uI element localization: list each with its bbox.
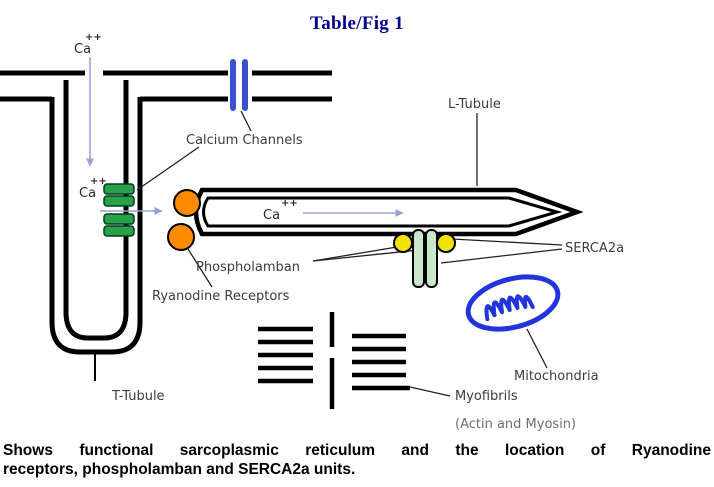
t-tubule-calcium-channel (103, 213, 135, 225)
t-tubule-calcium-channel (103, 225, 135, 237)
diagram-canvas: Ca ++ Ca ++ Ca ++ Calcium Channels L-Tub… (0, 32, 624, 432)
t-tubule-label: T-Tubule (111, 389, 165, 404)
ca-superscript: ++ (281, 198, 298, 209)
sarcoplasmic-reticulum-inner (202, 196, 563, 228)
t-tubule-inner-wall (63, 80, 129, 341)
calcium-channels-leader-line (240, 110, 252, 132)
phospholamban-unit (436, 233, 456, 253)
t-tubule-outer-wall (49, 97, 143, 355)
ca-label-sr: Ca (263, 208, 280, 223)
figure-caption: Shows functional sarcoplasmic reticulum … (3, 441, 711, 479)
serca2a-leader-line (440, 248, 563, 264)
actin-myosin-label: (Actin and Myosin) (455, 417, 576, 432)
serca2a-pump (425, 229, 438, 288)
figure-title: Table/Fig 1 (310, 13, 404, 34)
ca-superscript: ++ (90, 176, 107, 187)
serca2a-pump (412, 229, 425, 288)
ryanodine-receptor (167, 223, 195, 251)
ryanodine-receptors-label: Ryanodine Receptors (152, 289, 290, 304)
mitochondria-shape (465, 274, 561, 332)
ryanodine-leader-line (187, 248, 213, 288)
ca-label-extracellular: Ca (74, 42, 91, 57)
myofibrils-group (258, 312, 410, 409)
calcium-channels-leader-line (136, 146, 200, 191)
phospholamban-label: Phospholamban (196, 260, 300, 275)
mitochondria-leader-line (526, 328, 548, 369)
caption-line-1: Shows functional sarcoplasmic reticulum … (3, 442, 711, 459)
ca-label-t-tubule: Ca (79, 186, 96, 201)
myofibrils-leader-line (409, 386, 451, 397)
calcium-channels-label: Calcium Channels (186, 133, 303, 148)
ryanodine-receptor (173, 189, 201, 217)
t-tubule-calcium-channel (103, 183, 135, 195)
mitochondria-cristae (484, 294, 535, 322)
serca2a-label: SERCA2a (565, 241, 624, 256)
l-tubule-label: L-Tubule (448, 97, 501, 112)
membrane-group (0, 70, 332, 355)
myofibrils-label: Myofibrils (455, 389, 518, 404)
phospholamban-leader-line (312, 246, 398, 262)
phospholamban-unit (393, 233, 413, 253)
ca-superscript: ++ (85, 32, 102, 43)
leader-lines (136, 110, 563, 397)
caption-line-2: receptors, phospholamban and SERCA2a uni… (3, 461, 356, 478)
t-tubule-calcium-channel (103, 195, 135, 207)
mitochondria-label: Mitochondria (514, 369, 599, 384)
serca2a-leader-line (451, 238, 563, 246)
